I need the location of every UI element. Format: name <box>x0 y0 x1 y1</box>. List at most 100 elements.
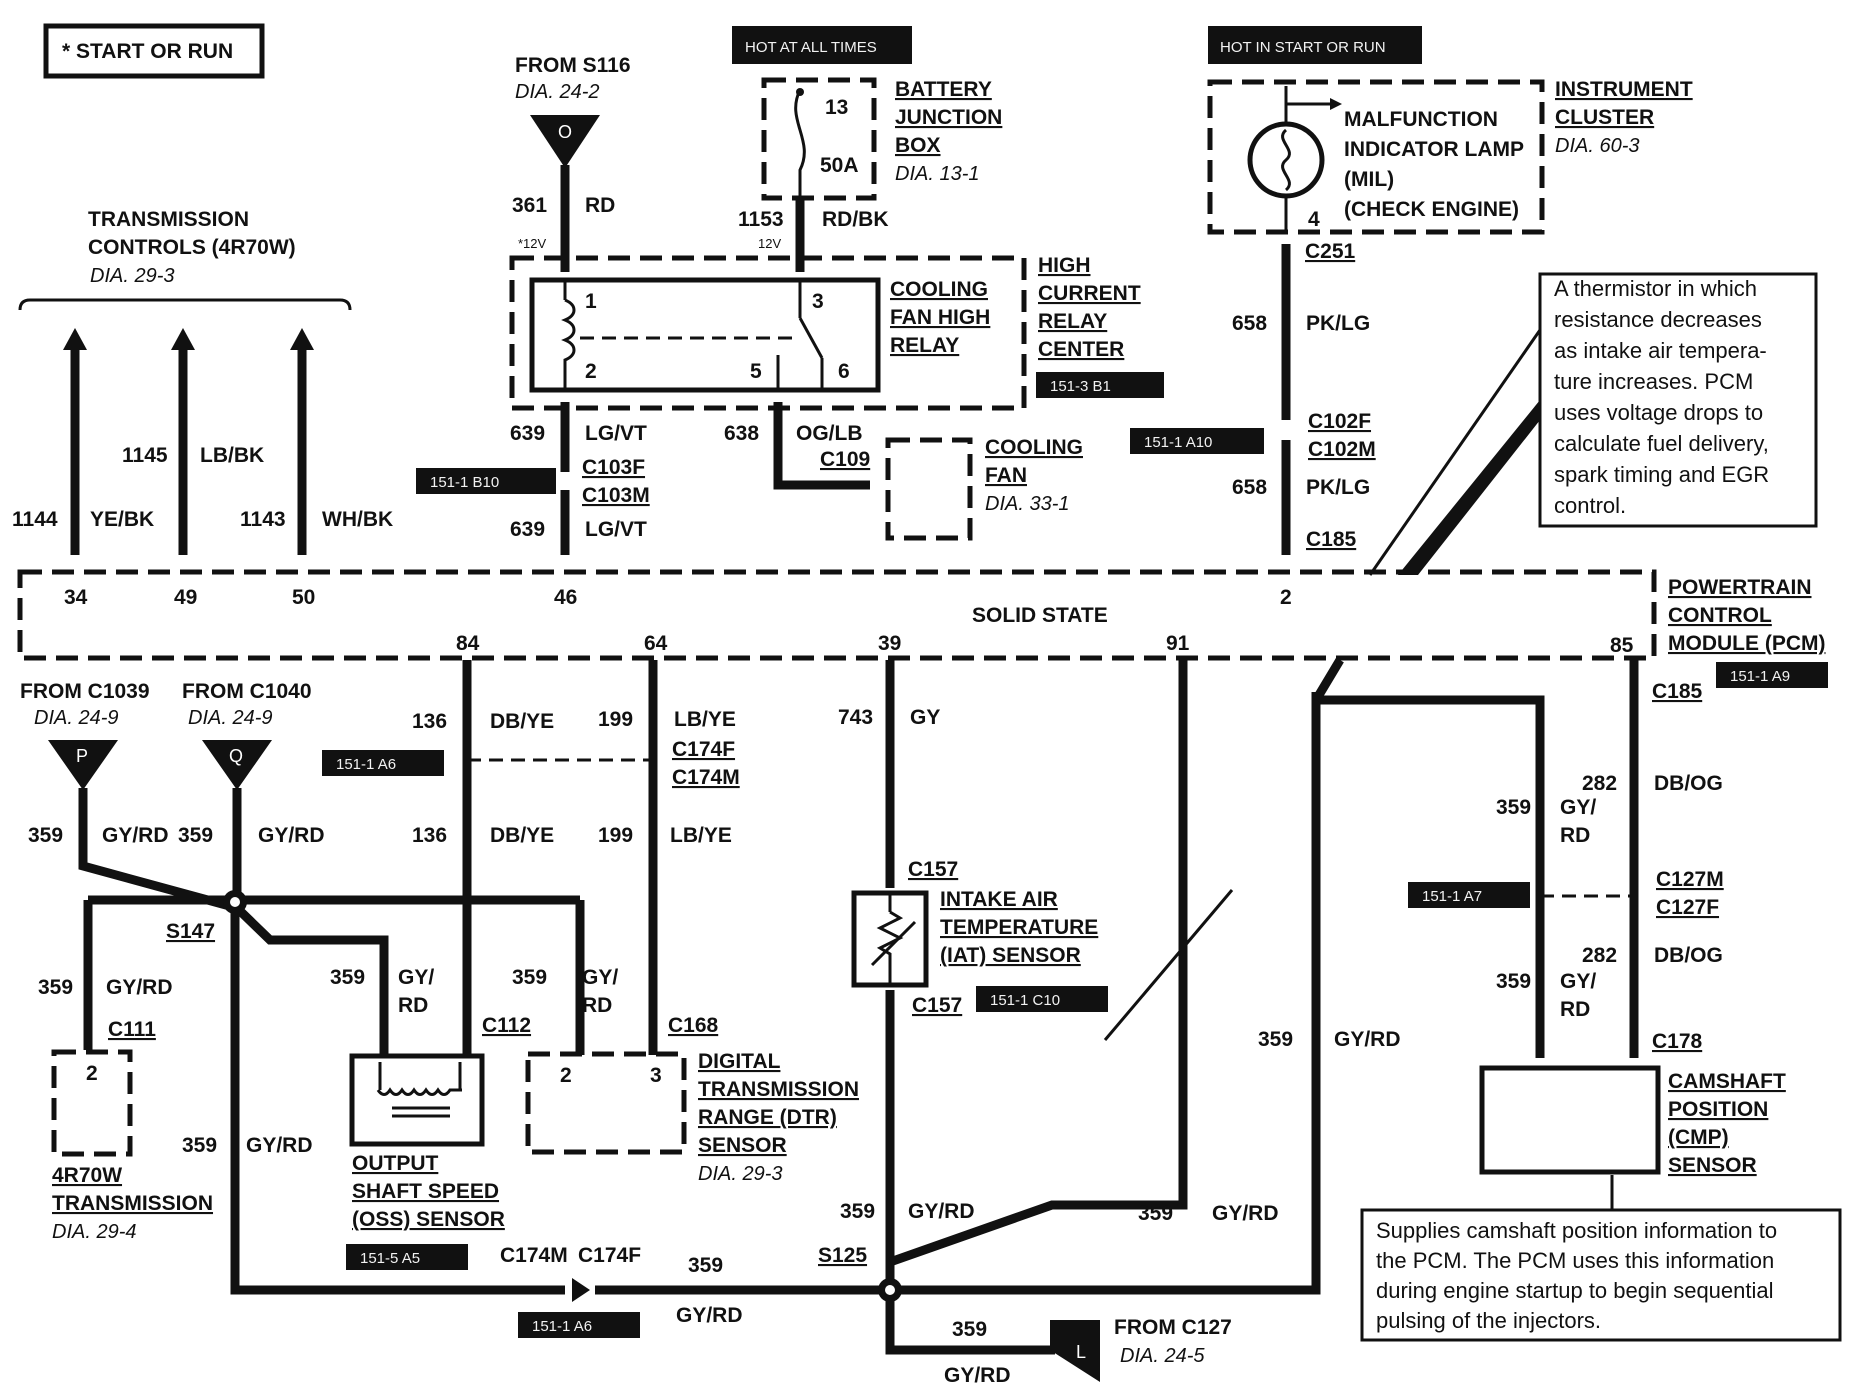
iat-note-leader-b <box>1398 400 1540 575</box>
hot-at-all-times-label: HOT AT ALL TIMES <box>745 39 877 56</box>
tag-a7 <box>1408 882 1530 908</box>
tag-a6-lower <box>518 1312 640 1338</box>
instrument-cluster-outline <box>1207 79 1545 235</box>
c185-label-top: C185 <box>1306 528 1357 551</box>
iat-note-line-3: as intake air tempera- <box>1554 338 1767 363</box>
hcrc-tag-text: 151-3 B1 <box>1050 378 1111 395</box>
hot-in-start-or-run-label: HOT IN START OR RUN <box>1220 39 1386 56</box>
iat-note-line-8: control. <box>1554 493 1626 518</box>
dtr-pin-3: 3 <box>650 1064 662 1087</box>
c127f-label: C127F <box>1656 896 1719 919</box>
tc-dia: DIA. 29-3 <box>90 265 174 287</box>
trans-label-2: TRANSMISSION <box>52 1192 213 1215</box>
tag-a6-upper <box>322 750 444 776</box>
iat-note-leader-c <box>1103 889 1234 1041</box>
wire-359-trunk-number: 359 <box>182 1134 217 1157</box>
cfr-label-1: COOLING <box>890 278 988 301</box>
wire-359-pin91 <box>888 660 1188 1267</box>
wire-359-main-trunk <box>230 910 565 1295</box>
wire-359-p-color: GY/RD <box>102 824 169 847</box>
hcrc-label-3: RELAY <box>1038 310 1107 333</box>
ic-dia: DIA. 60-3 <box>1555 135 1639 157</box>
pcm-outline <box>17 569 1657 661</box>
wire-638-color: OG/LB <box>796 422 863 445</box>
iat-note-line-4: ture increases. PCM <box>1554 369 1753 394</box>
c102m-label: C102M <box>1308 438 1376 461</box>
cmp-note-line-3: during engine startup to begin sequentia… <box>1376 1278 1774 1303</box>
relay-switch-arm <box>798 317 824 359</box>
wire-136-number-b: 136 <box>412 824 447 847</box>
wire-1153-number: 1153 <box>738 208 784 231</box>
mil-supply-arrowhead <box>1330 98 1342 110</box>
wire-199-number-a: 199 <box>598 708 633 731</box>
mil-label-3: (MIL) <box>1344 168 1394 191</box>
wire-282-number-b: 282 <box>1582 944 1617 967</box>
cooling-fan-outline <box>885 437 973 541</box>
wire-359-from-p <box>78 788 239 913</box>
cooling-fan-label-1: COOLING <box>985 436 1083 459</box>
c174-bottom-connector <box>572 1278 590 1302</box>
wire-359-l-color: GY/RD <box>944 1364 1011 1387</box>
fuse-13-number: 13 <box>825 96 848 119</box>
wire-1153-color: RD/BK <box>822 208 889 231</box>
iat-note-line-7: spark timing and EGR <box>1554 462 1769 487</box>
cmp-note-text: Supplies camshaft position information t… <box>1376 1218 1783 1333</box>
connector-p-label: P <box>76 746 88 766</box>
connector-q-triangle <box>202 740 272 790</box>
s125-splice-center <box>885 1285 895 1295</box>
dtr-sensor-outline <box>525 1051 687 1155</box>
wire-136-color-b: DB/YE <box>490 824 554 847</box>
from-s116-dia: DIA. 24-2 <box>515 81 599 103</box>
wire-359-right-riser <box>1312 657 1344 703</box>
wire-359-right-color: GY/RD <box>1334 1028 1401 1051</box>
cmp-note-line-1: Supplies camshaft position information t… <box>1376 1218 1777 1243</box>
c111-label: C111 <box>108 1018 156 1041</box>
wire-359-oss-gy: GY/ <box>398 966 434 989</box>
relay-pin-1: 1 <box>585 290 597 313</box>
wire-359-bottom-color: GY/RD <box>676 1304 743 1327</box>
iat-note-text: A thermistor in which resistance decreas… <box>1554 276 1775 518</box>
tag-b10-text: 151-1 B10 <box>430 474 499 491</box>
s147-label: S147 <box>166 920 215 943</box>
iat-note-line-6: calculate fuel delivery, <box>1554 431 1769 456</box>
wire-359-dtr-number: 359 <box>512 966 547 989</box>
cmp-sensor-box <box>1479 1065 1661 1175</box>
wire-639-color-b: LG/VT <box>585 518 647 541</box>
c174m-label-a: C174M <box>672 766 740 789</box>
pcm-pin-46: 46 <box>554 586 577 609</box>
wire-359-bottom-number: 359 <box>688 1254 723 1277</box>
wire-359-oss-rd: RD <box>398 994 428 1017</box>
c103m-label: C103M <box>582 484 650 507</box>
bjb-label-3: BOX <box>895 134 941 157</box>
tag-a7-text: 151-1 A7 <box>1422 888 1482 905</box>
pcm-pin-64: 64 <box>644 632 668 655</box>
cooling-fan-high-relay-box <box>529 277 881 393</box>
wire-199-color-a: LB/YE <box>674 708 736 731</box>
wire-282-color-a: DB/OG <box>1654 772 1723 795</box>
iat-note-line-1: A thermistor in which <box>1554 276 1757 301</box>
c174f-label-a: C174F <box>672 738 735 761</box>
fuse-13-symbol <box>794 89 806 200</box>
tc-label-2: CONTROLS (4R70W) <box>88 236 296 259</box>
tag-a10 <box>1130 428 1264 454</box>
dtr-label-2: TRANSMISSION <box>698 1078 859 1101</box>
dtr-label-4: SENSOR <box>698 1134 787 1157</box>
tag-a6-lower-text: 151-1 A6 <box>532 1318 592 1335</box>
hcrc-tag <box>1036 372 1164 398</box>
wire-638 <box>773 402 870 490</box>
pcm-label-1: POWERTRAIN <box>1668 576 1812 599</box>
wire-638-number: 638 <box>724 422 759 445</box>
bjb-label-2: JUNCTION <box>895 106 1002 129</box>
iat-label-1: INTAKE AIR <box>940 888 1058 911</box>
wire-639-number-b: 639 <box>510 518 545 541</box>
wire-1153-voltage: 12V <box>758 236 781 251</box>
wire-359-cmp-number-b: 359 <box>1496 970 1531 993</box>
wire-359-l-number: 359 <box>952 1318 987 1341</box>
pcm-label-3: MODULE (PCM) <box>1668 632 1825 655</box>
wire-359-trunk-color: GY/RD <box>246 1134 313 1157</box>
tag-a5-text: 151-5 A5 <box>360 1250 420 1267</box>
connector-q-label: Q <box>229 746 243 766</box>
cmp-label-1: CAMSHAFT <box>1668 1070 1786 1093</box>
tc-label-1: TRANSMISSION <box>88 208 249 231</box>
hcrc-label-1: HIGH <box>1038 254 1091 277</box>
